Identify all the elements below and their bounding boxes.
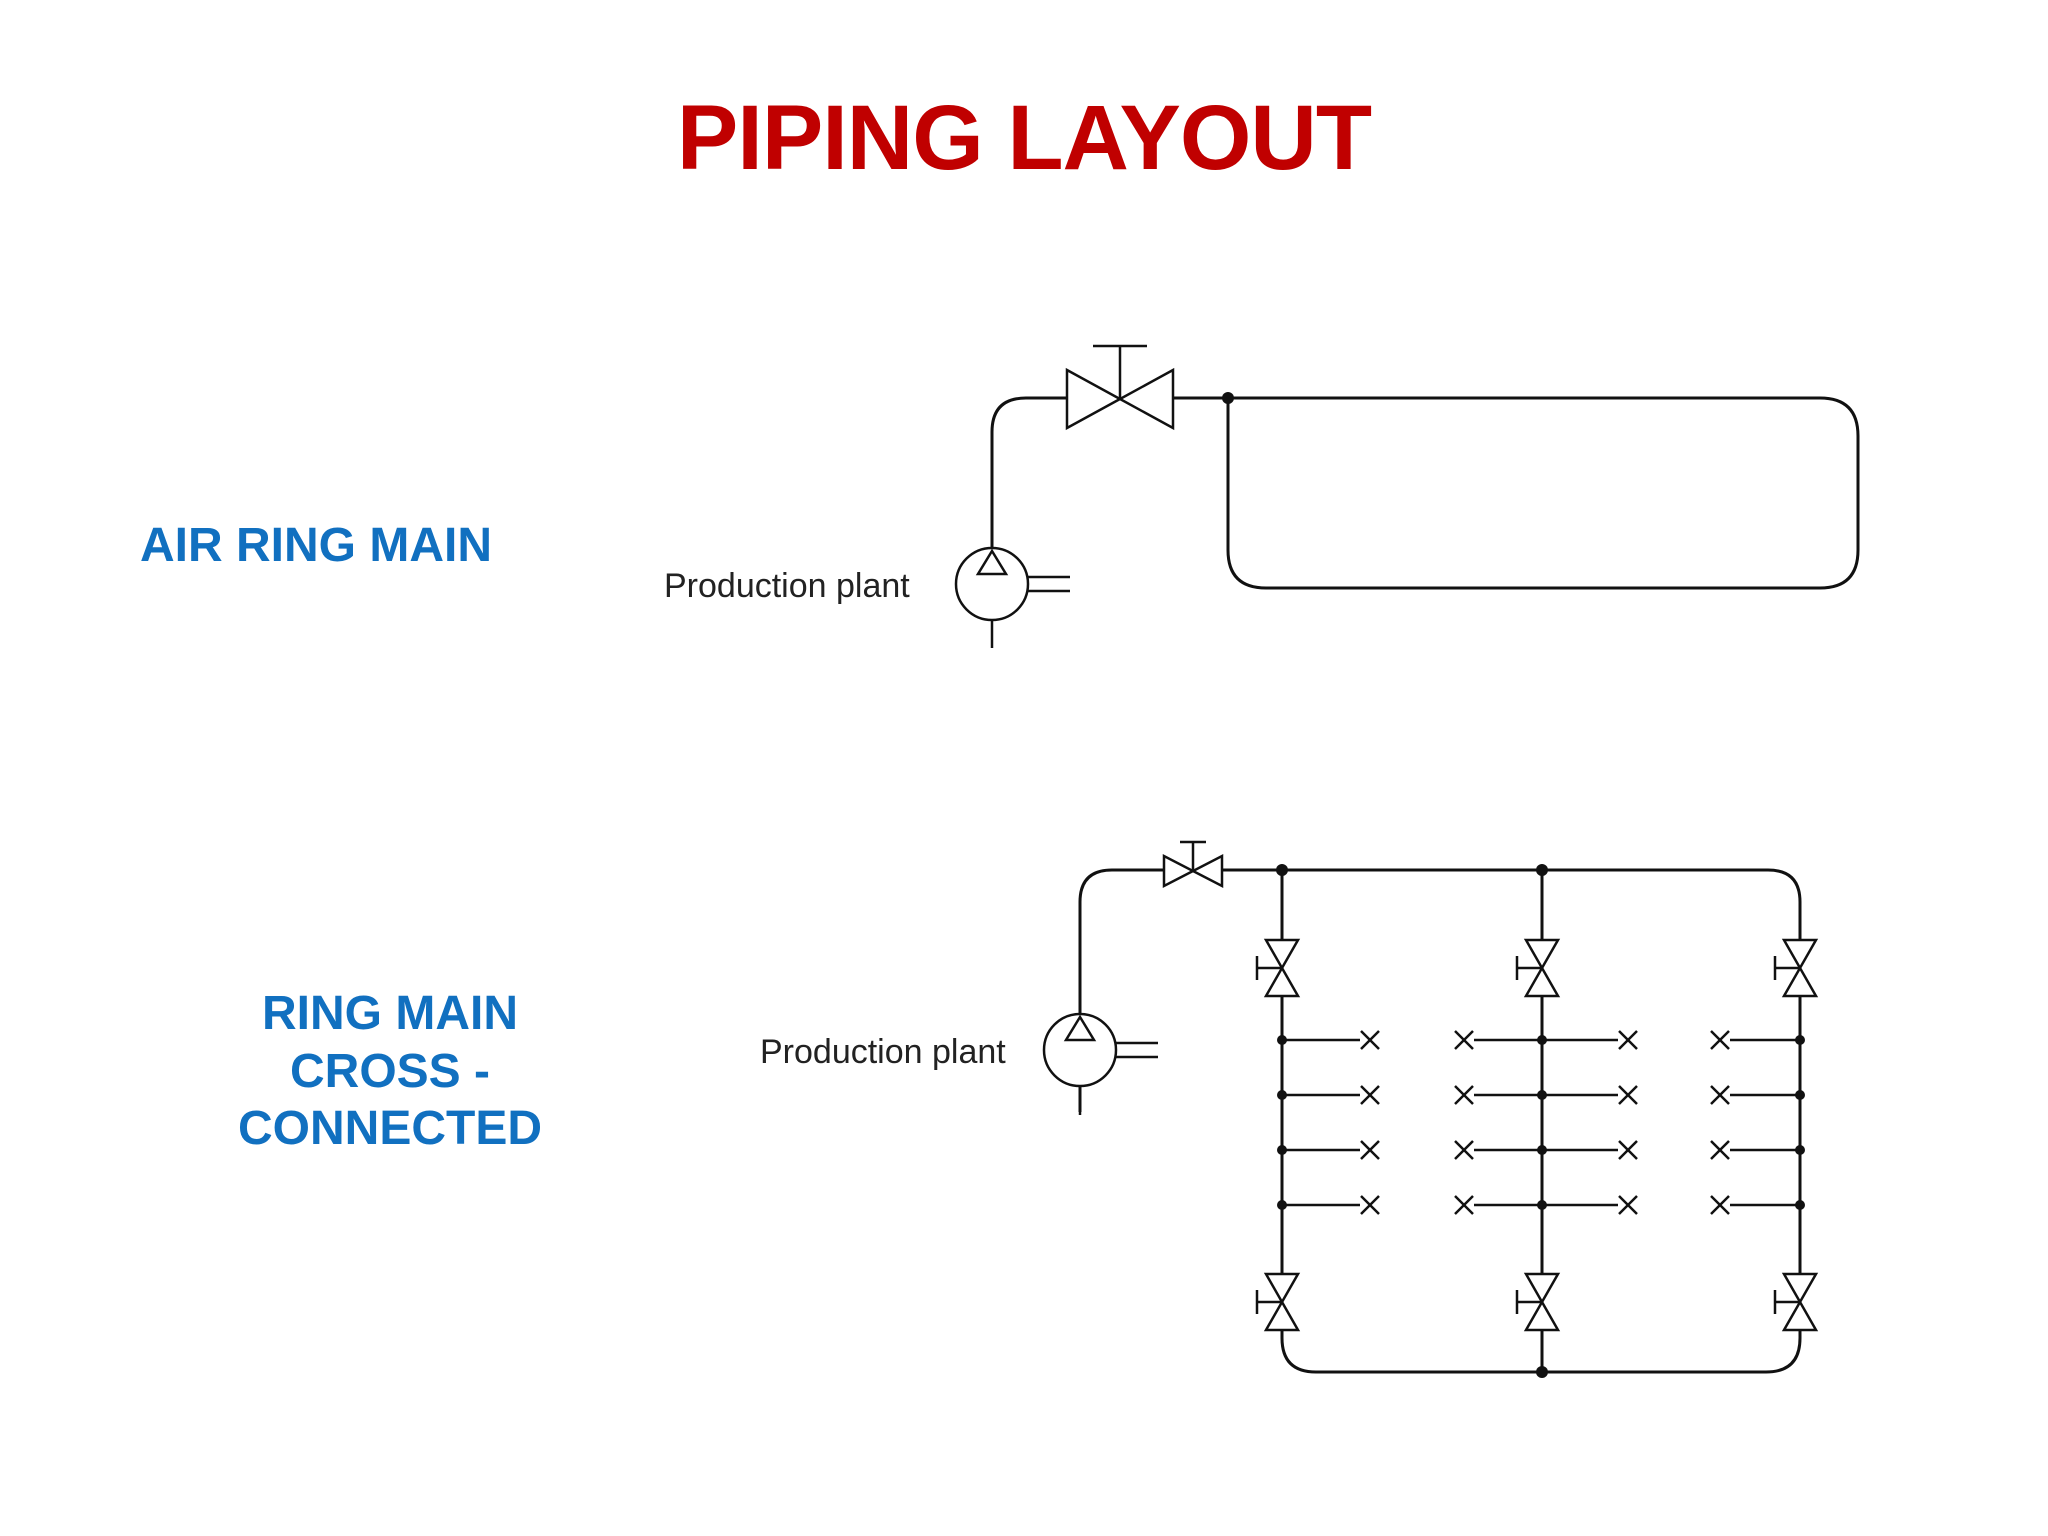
- outlet-x-icon: [1454, 1140, 1474, 1160]
- branch-dot-left-2: [1277, 1145, 1287, 1155]
- cross-compressor-icon: [1042, 1012, 1158, 1115]
- outlet-x-icon: [1360, 1030, 1380, 1050]
- cross-valve-bottom-left-icon: [1255, 1272, 1301, 1332]
- air-main-valve-icon: [1065, 344, 1175, 431]
- air-ring-loop: [1226, 396, 1860, 590]
- outlet-x-icon: [1710, 1085, 1730, 1105]
- outlet-x-icon: [1360, 1140, 1380, 1160]
- outlet-x-icon: [1710, 1030, 1730, 1050]
- ring-main-label-line2: CROSS - CONNECTED: [237, 1044, 542, 1156]
- outlet-x-icon: [1618, 1030, 1638, 1050]
- air-ring-main-label: AIR RING MAIN: [140, 519, 492, 572]
- branch-dot-right-2: [1795, 1145, 1805, 1155]
- page-title: PIPING LAYOUT: [676, 87, 1372, 189]
- outlet-x-icon: [1360, 1085, 1380, 1105]
- outlet-x-icon: [1710, 1195, 1730, 1215]
- air-production-plant-label: Production plant: [664, 567, 910, 605]
- outlet-x-icon: [1618, 1140, 1638, 1160]
- branch-dot-middle-0: [1537, 1035, 1547, 1045]
- outlet-x-icon: [1454, 1085, 1474, 1105]
- air-ring-junction: [1222, 392, 1234, 404]
- branch-dot-left-0: [1277, 1035, 1287, 1045]
- cross-valve-top-left-icon: [1255, 938, 1301, 998]
- cross-junction-bottom-middle: [1536, 1366, 1548, 1378]
- branch-dot-right-1: [1795, 1090, 1805, 1100]
- cross-riser-pipe: [1078, 868, 1164, 1112]
- air-riser-pipe: [990, 396, 1067, 548]
- outlet-x-icon: [1710, 1140, 1730, 1160]
- branch-dot-middle-2: [1537, 1145, 1547, 1155]
- branch-dot-left-3: [1277, 1200, 1287, 1210]
- cross-branch-lines: [1277, 1030, 1805, 1215]
- cross-junction-top-left: [1276, 864, 1288, 876]
- cross-valve-top-middle-icon: [1515, 938, 1561, 998]
- branch-dot-left-1: [1277, 1090, 1287, 1100]
- outlet-x-icon: [1454, 1030, 1474, 1050]
- branch-dot-middle-3: [1537, 1200, 1547, 1210]
- cross-junction-top-middle: [1536, 864, 1548, 876]
- ring-main-label-line1: RING MAIN: [262, 987, 518, 1040]
- branch-dot-right-0: [1795, 1035, 1805, 1045]
- cross-right-corner: [1767, 868, 1802, 940]
- outlet-x-icon: [1454, 1195, 1474, 1215]
- ring-main-cross-connected-label: RING MAIN CROSS - CONNECTED: [140, 985, 640, 1158]
- ring-main-cross-diagram: Production plant: [760, 840, 1819, 1378]
- cross-valve-top-right-icon: [1773, 938, 1819, 998]
- outlet-x-icon: [1618, 1085, 1638, 1105]
- air-ring-main-diagram: Production plant: [664, 344, 1860, 648]
- cross-production-plant-label: Production plant: [760, 1033, 1006, 1071]
- outlet-x-icon: [1360, 1195, 1380, 1215]
- branch-dot-right-3: [1795, 1200, 1805, 1210]
- cross-valve-bottom-middle-icon: [1515, 1272, 1561, 1332]
- air-compressor-icon: [954, 546, 1070, 648]
- cross-inlet-valve-icon: [1162, 840, 1224, 889]
- branch-dot-middle-1: [1537, 1090, 1547, 1100]
- outlet-x-icon: [1618, 1195, 1638, 1215]
- cross-valve-bottom-right-icon: [1773, 1272, 1819, 1332]
